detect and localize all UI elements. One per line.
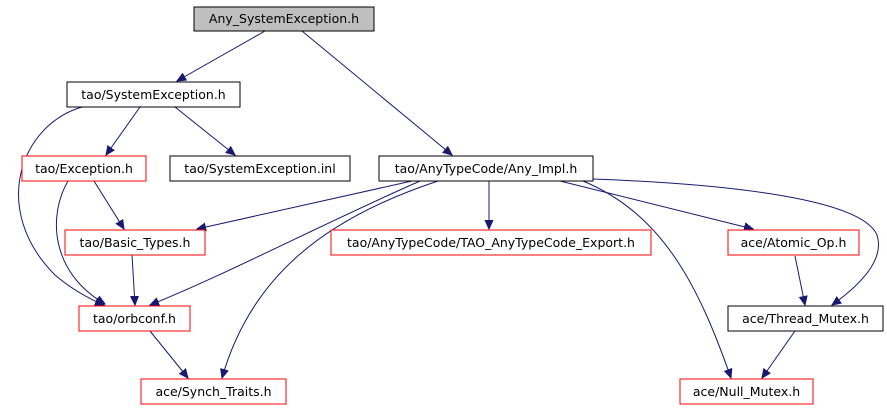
edge-any-impl-to-atomic-op [559, 180, 753, 229]
svg-text:tao/AnyTypeCode/Any_Impl.h: tao/AnyTypeCode/Any_Impl.h [395, 161, 578, 176]
node-ace-atomic-op-h[interactable]: ace/Atomic_Op.h [727, 229, 860, 256]
node-tao-basic-types-h[interactable]: tao/Basic_Types.h [64, 229, 206, 256]
edge-root-to-any-impl [301, 30, 452, 155]
node-ace-null-mutex-h[interactable]: ace/Null_Mutex.h [679, 378, 814, 405]
node-tao-systemexception-inl[interactable]: tao/SystemException.inl [169, 155, 351, 182]
node-tao-exception-h[interactable]: tao/Exception.h [21, 155, 147, 182]
edge-basic-types-to-orbconf [132, 254, 135, 305]
node-tao-systemexception-h[interactable]: tao/SystemException.h [66, 81, 241, 108]
svg-text:ace/Synch_Traits.h: ace/Synch_Traits.h [155, 384, 271, 399]
node-tao-anytypecode-any-impl-h[interactable]: tao/AnyTypeCode/Any_Impl.h [378, 155, 594, 182]
node-ace-synch-traits-h[interactable]: ace/Synch_Traits.h [140, 378, 287, 405]
edge-exception-to-orbconf [55, 180, 105, 304]
svg-text:ace/Thread_Mutex.h: ace/Thread_Mutex.h [742, 311, 869, 326]
svg-text:tao/Basic_Types.h: tao/Basic_Types.h [80, 235, 191, 250]
edge-exception-to-basic-types [93, 180, 124, 229]
edge-any-impl-to-null-mutex [582, 180, 731, 378]
edge-any-impl-to-thread-mutex [592, 178, 879, 305]
edge-thread-mutex-to-null-mutex [762, 330, 796, 378]
svg-text:ace/Null_Mutex.h: ace/Null_Mutex.h [693, 384, 800, 399]
node-ace-thread-mutex-h[interactable]: ace/Thread_Mutex.h [727, 305, 884, 332]
svg-text:tao/SystemException.h: tao/SystemException.h [81, 87, 225, 102]
svg-text:Any_SystemException.h: Any_SystemException.h [209, 11, 359, 26]
svg-text:tao/AnyTypeCode/TAO_AnyTypeCod: tao/AnyTypeCode/TAO_AnyTypeCode_Export.h [347, 235, 635, 250]
edge-atomic-op-to-thread-mutex [794, 255, 805, 305]
edge-any-impl-to-basic-types [197, 180, 413, 229]
edge-any-impl-to-synch-traits [222, 180, 439, 378]
edge-orbconf-to-synch-traits [149, 330, 188, 378]
edge-layer [18, 30, 879, 378]
node-tao-orbconf-h[interactable]: tao/orbconf.h [78, 305, 191, 332]
edge-root-to-sysexc [177, 30, 266, 81]
node-layer: Any_SystemException.h tao/SystemExceptio… [21, 6, 884, 405]
edge-sysexc-to-sysexc-inl [174, 106, 235, 155]
node-tao-anytypecode-export-h[interactable]: tao/AnyTypeCode/TAO_AnyTypeCode_Export.h [330, 229, 652, 256]
svg-text:tao/Exception.h: tao/Exception.h [35, 161, 133, 176]
node-any-systemexception-h[interactable]: Any_SystemException.h [193, 6, 375, 32]
svg-text:ace/Atomic_Op.h: ace/Atomic_Op.h [741, 235, 847, 250]
edge-sysexc-to-orbconf [18, 106, 104, 305]
edge-any-impl-to-orbconf [150, 180, 421, 305]
svg-text:tao/SystemException.inl: tao/SystemException.inl [184, 161, 335, 176]
edge-sysexc-to-exception [106, 106, 141, 155]
svg-text:tao/orbconf.h: tao/orbconf.h [93, 311, 176, 326]
